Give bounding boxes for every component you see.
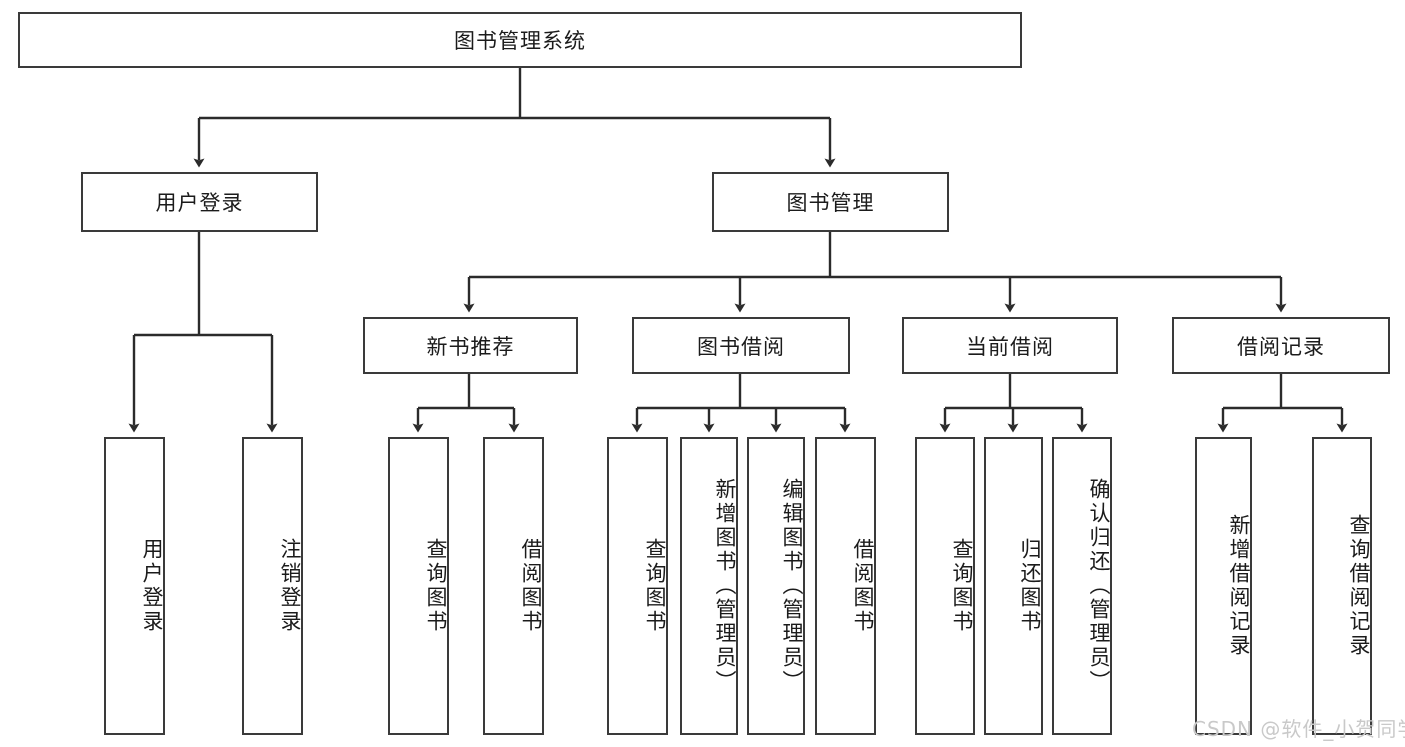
leaf-user-login-login-label: 用户登录 xyxy=(140,538,164,634)
leaf-current-borrow-query[interactable]: 查询图书 xyxy=(915,437,975,735)
csdn-watermark: CSDN @软件_小贺同学 xyxy=(1192,717,1405,741)
leaf-book-borrow-borrow[interactable]: 借阅图书 xyxy=(815,437,876,735)
leaf-book-borrow-borrow-label: 借阅图书 xyxy=(851,538,875,634)
leaf-current-borrow-confirm-return[interactable]: 确认归还（管理员） xyxy=(1052,437,1112,735)
node-borrow-record[interactable]: 借阅记录 xyxy=(1172,317,1390,374)
leaf-book-borrow-query[interactable]: 查询图书 xyxy=(607,437,668,735)
leaf-current-borrow-query-label: 查询图书 xyxy=(950,538,974,634)
leaf-new-book-borrow-label: 借阅图书 xyxy=(519,538,543,634)
node-new-book-recommend-label: 新书推荐 xyxy=(426,334,515,359)
leaf-user-login-logout-label: 注销登录 xyxy=(278,538,302,634)
leaf-book-borrow-edit[interactable]: 编辑图书（管理员） xyxy=(747,437,805,735)
leaf-book-borrow-query-label: 查询图书 xyxy=(643,538,667,634)
node-user-login[interactable]: 用户登录 xyxy=(81,172,318,232)
node-book-management-label: 图书管理 xyxy=(786,191,875,215)
node-root[interactable]: 图书管理系统 xyxy=(18,12,1022,68)
node-book-borrow-label: 图书借阅 xyxy=(697,334,785,359)
leaf-book-borrow-add-label: 新增图书（管理员） xyxy=(713,478,737,694)
leaf-new-book-query[interactable]: 查询图书 xyxy=(388,437,449,735)
node-book-management[interactable]: 图书管理 xyxy=(712,172,949,232)
leaf-new-book-query-label: 查询图书 xyxy=(424,538,448,634)
node-new-book-recommend[interactable]: 新书推荐 xyxy=(363,317,578,374)
leaf-borrow-record-add[interactable]: 新增借阅记录 xyxy=(1195,437,1252,735)
node-current-borrow[interactable]: 当前借阅 xyxy=(902,317,1118,374)
leaf-borrow-record-query-label: 查询借阅记录 xyxy=(1347,514,1371,658)
leaf-current-borrow-return[interactable]: 归还图书 xyxy=(984,437,1043,735)
leaf-book-borrow-add[interactable]: 新增图书（管理员） xyxy=(680,437,738,735)
leaf-user-login-logout[interactable]: 注销登录 xyxy=(242,437,303,735)
node-user-login-label: 用户登录 xyxy=(155,191,244,215)
leaf-user-login-login[interactable]: 用户登录 xyxy=(104,437,165,735)
leaf-new-book-borrow[interactable]: 借阅图书 xyxy=(483,437,544,735)
leaf-book-borrow-edit-label: 编辑图书（管理员） xyxy=(780,478,804,694)
leaf-current-borrow-return-label: 归还图书 xyxy=(1018,538,1042,634)
leaf-current-borrow-confirm-return-label: 确认归还（管理员） xyxy=(1087,478,1111,694)
node-root-label: 图书管理系统 xyxy=(454,29,586,53)
node-current-borrow-label: 当前借阅 xyxy=(966,334,1054,359)
leaf-borrow-record-query[interactable]: 查询借阅记录 xyxy=(1312,437,1372,735)
node-borrow-record-label: 借阅记录 xyxy=(1237,334,1325,359)
leaf-borrow-record-add-label: 新增借阅记录 xyxy=(1227,514,1251,658)
node-book-borrow[interactable]: 图书借阅 xyxy=(632,317,850,374)
